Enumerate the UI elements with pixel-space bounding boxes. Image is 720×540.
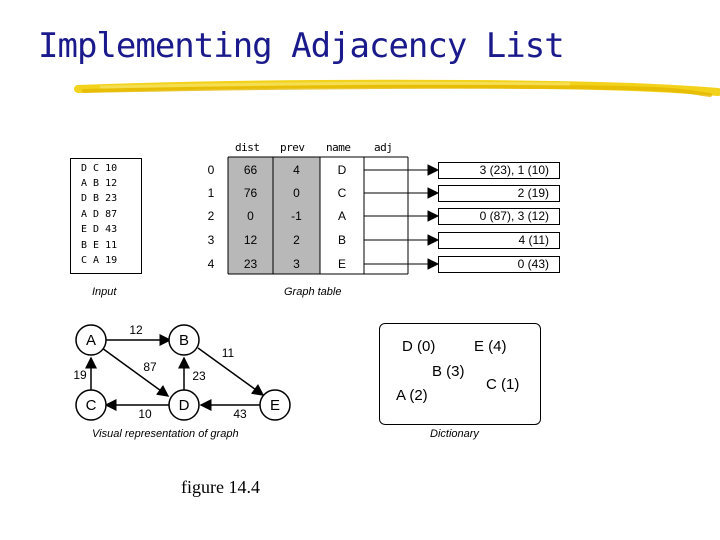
row-index: 2: [207, 209, 215, 223]
input-row: A D 87: [81, 209, 118, 220]
dictionary-entry: C (1): [486, 376, 520, 393]
input-caption: Input: [92, 286, 117, 298]
cell-name: C: [337, 186, 347, 200]
node-b: [168, 324, 200, 356]
cell-name: D: [337, 163, 347, 177]
row-index: 3: [207, 233, 215, 247]
figure-caption: figure 14.4: [181, 477, 260, 497]
dictionary-entry: B (3): [432, 363, 465, 380]
cell-prev: 0: [293, 186, 300, 200]
edge-weight: 87: [143, 360, 157, 374]
input-row: C A 19: [81, 255, 118, 266]
cell-name: B: [337, 233, 346, 247]
edge-a-d: [101, 347, 170, 397]
node-a: [75, 324, 107, 356]
header-prev: prev: [280, 141, 305, 154]
input-list: D C 10 A B 12 D B 23 A D 87 E D 43 B E 1…: [70, 158, 142, 274]
adj-list-box: 2 (19): [438, 185, 560, 202]
edge-weight: 19: [73, 368, 87, 382]
cell-name: A: [337, 209, 346, 223]
node-label: C: [86, 397, 97, 414]
header-adj: adj: [374, 141, 393, 154]
cell-dist: 12: [243, 233, 258, 247]
graph-visual: A B C D E 12 11 87 23 19 10 43: [73, 323, 291, 421]
node-label: B: [179, 332, 189, 349]
input-row: E D 43: [81, 224, 118, 235]
edge-weight: 43: [233, 407, 247, 421]
highlighter-underline: [74, 79, 720, 97]
node-label: E: [270, 397, 280, 414]
dictionary-box: D (0) E (4) B (3) C (1) A (2): [379, 323, 541, 425]
edge-weight: 11: [222, 346, 235, 360]
input-row: D B 23: [81, 193, 118, 204]
dictionary-entry: D (0): [402, 338, 436, 355]
cell-prev: 4: [293, 163, 300, 177]
node-e: [259, 389, 291, 421]
adj-list-box: 4 (11): [438, 232, 560, 249]
edge-weight: 23: [192, 369, 206, 383]
adj-list-box: 3 (23), 1 (10): [438, 162, 560, 179]
cell-dist: 66: [243, 163, 258, 177]
edge-weight: 10: [138, 407, 152, 421]
node-label: D: [179, 397, 190, 414]
cell-dist: 0: [247, 209, 254, 223]
edge-b-e: [197, 347, 265, 396]
graph-caption: Visual representation of graph: [92, 428, 239, 440]
dictionary-entry: E (4): [474, 338, 507, 355]
input-row: B E 11: [81, 240, 118, 251]
cell-prev: 3: [293, 257, 300, 271]
node-label: A: [86, 332, 96, 349]
cell-dist: 23: [243, 257, 258, 271]
node-c: [75, 389, 107, 421]
adj-list-box: 0 (87), 3 (12): [438, 208, 560, 225]
cell-prev: 2: [293, 233, 300, 247]
input-row: A B 12: [81, 178, 118, 189]
edge-weight: 12: [129, 323, 143, 337]
cell-name: E: [337, 257, 346, 271]
cell-dist: 76: [243, 186, 258, 200]
row-index: 4: [207, 257, 215, 271]
node-d: [168, 389, 200, 421]
header-name: name: [326, 141, 351, 154]
header-dist: dist: [235, 141, 260, 154]
adj-list-box: 0 (43): [438, 256, 560, 273]
row-index: 0: [207, 163, 215, 177]
graph-table-caption: Graph table: [284, 286, 342, 298]
cell-prev: -1: [291, 209, 302, 223]
dictionary-entry: A (2): [396, 387, 428, 404]
slide-title: Implementing Adjacency List: [38, 26, 565, 66]
row-index: 1: [207, 186, 215, 200]
dictionary-caption: Dictionary: [430, 428, 479, 440]
input-row: D C 10: [81, 163, 118, 174]
